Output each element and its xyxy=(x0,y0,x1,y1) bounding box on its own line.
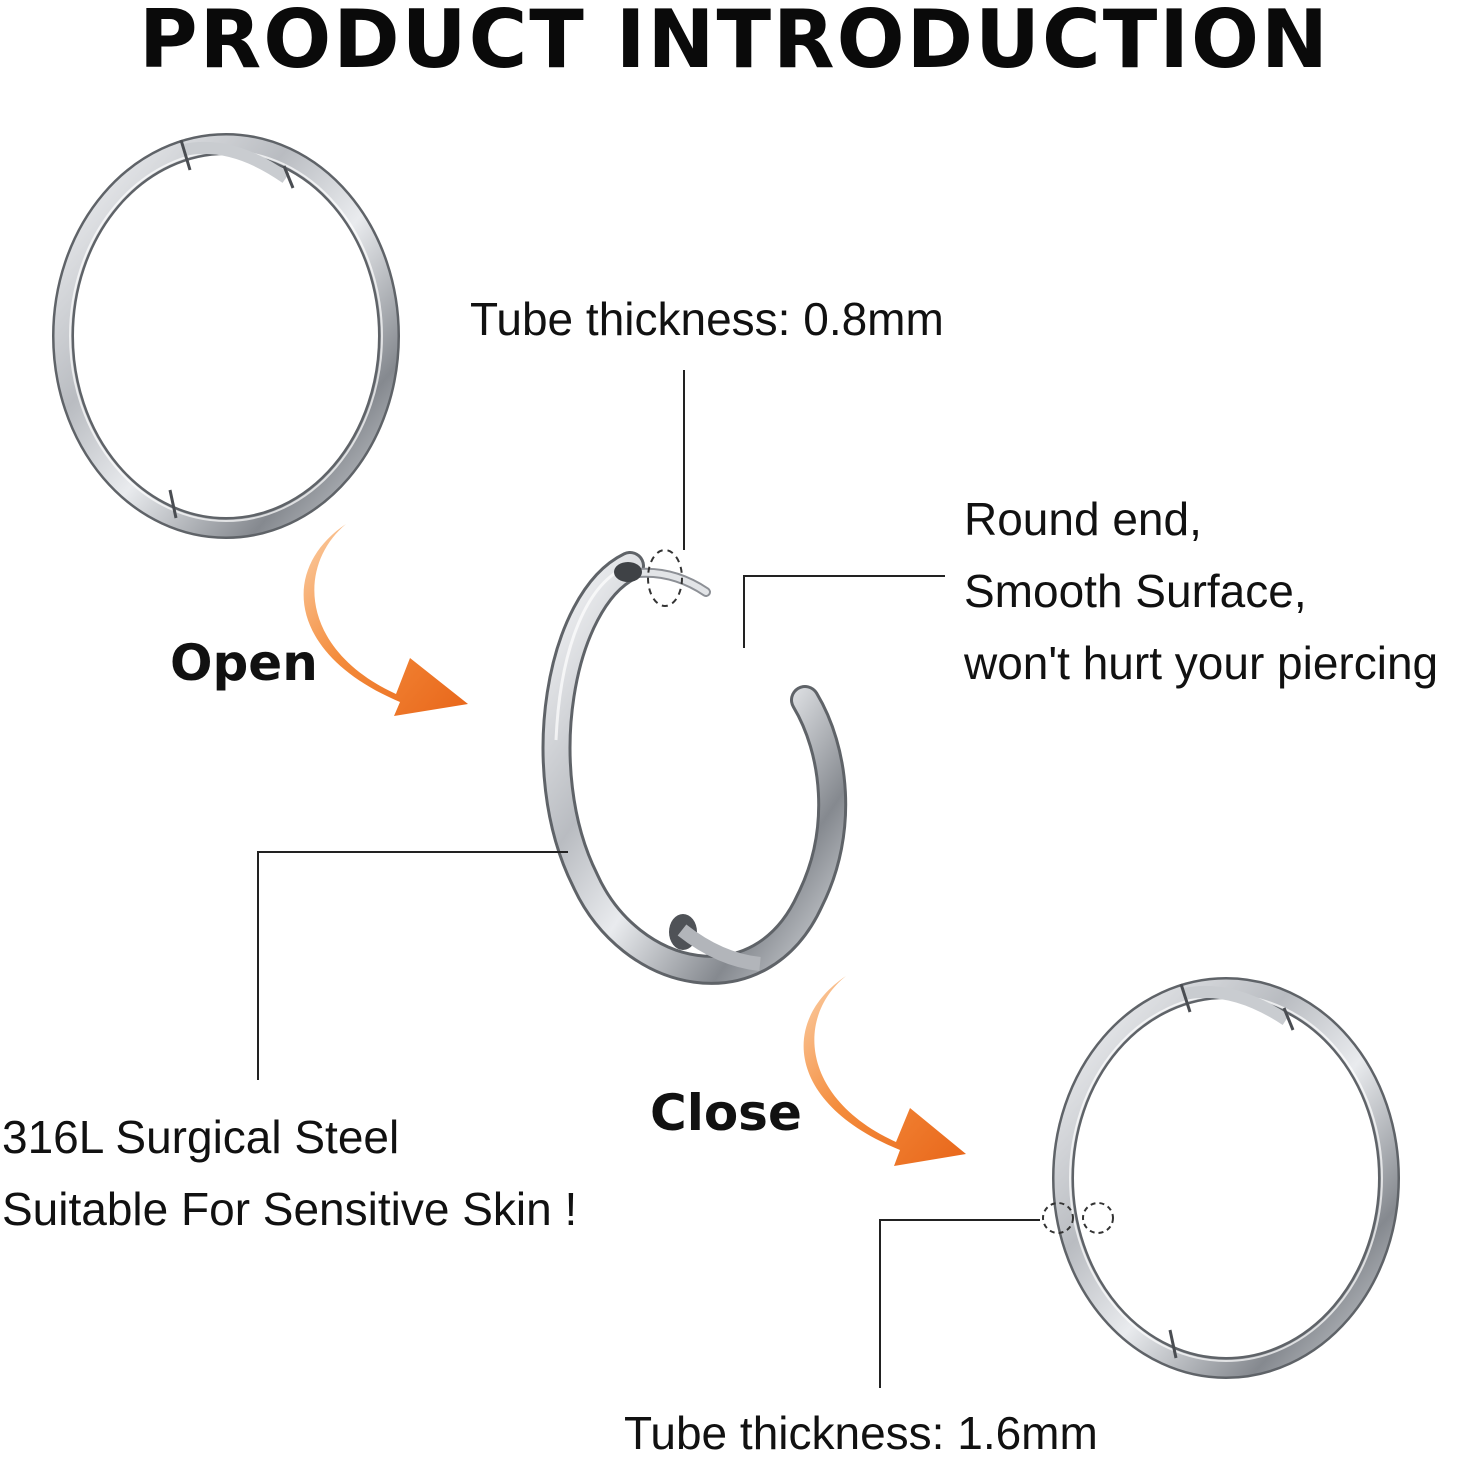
tube-thickness-small-label: Tube thickness: 0.8mm xyxy=(470,293,944,345)
steel-line-1: 316L Surgical Steel xyxy=(2,1111,400,1163)
page-title: PRODUCT INTRODUCTION xyxy=(138,0,1330,86)
leader-lines xyxy=(257,370,1040,1388)
open-arrow-icon xyxy=(303,524,468,716)
closed-hoop-top xyxy=(52,133,400,539)
close-label: Close xyxy=(650,1084,802,1142)
leader-line-tube-large xyxy=(879,1219,1040,1388)
round-end-line-1: Round end, xyxy=(964,493,1202,545)
leader-line-round-end xyxy=(743,575,945,648)
steel-line-2: Suitable For Sensitive Skin ! xyxy=(2,1183,578,1235)
open-hoop-middle xyxy=(541,549,848,985)
leader-line-steel xyxy=(257,851,568,1080)
closed-hoop-bottom xyxy=(1042,977,1400,1379)
round-end-line-2: Smooth Surface, xyxy=(964,565,1307,617)
round-end-line-3: won't hurt your piercing xyxy=(964,637,1439,689)
tube-thickness-large-label: Tube thickness: 1.6mm xyxy=(624,1407,1098,1459)
close-arrow-icon xyxy=(803,976,966,1166)
open-label: Open xyxy=(170,634,318,692)
